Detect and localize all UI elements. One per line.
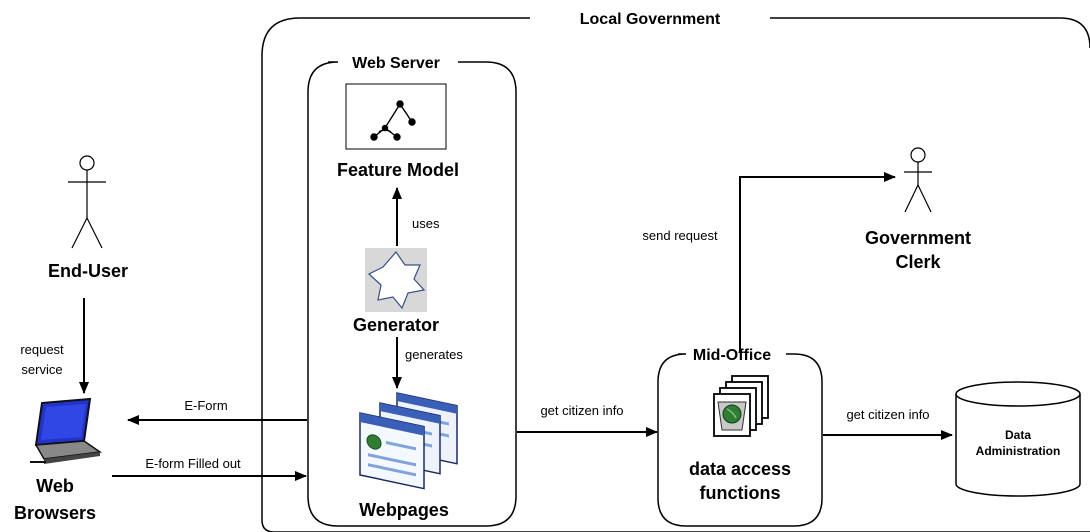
government-clerk-label-line2: Clerk <box>895 252 941 272</box>
webpages-node: Webpages <box>359 392 458 520</box>
webpages-label: Webpages <box>359 500 449 520</box>
feature-model-node: Feature Model <box>337 83 459 180</box>
data-admin-label-line2: Administration <box>976 444 1061 458</box>
uses-label: uses <box>412 216 440 231</box>
web-browsers-label-line1: Web <box>36 476 74 496</box>
generator-star-icon <box>367 251 426 310</box>
local-government-title: Local Government <box>580 11 721 28</box>
generates-edge: generates <box>392 337 463 389</box>
eform-filled-edge: E-form Filled out <box>112 456 307 481</box>
data-access-label-line2: functions <box>700 483 781 503</box>
request-service-edge: request service <box>20 298 89 394</box>
data-access-node: data access functions <box>689 375 791 503</box>
eform-edge: E-Form <box>127 398 307 425</box>
mid-office-container: Mid-Office <box>657 347 823 527</box>
get-citizen-info-edge-1: get citizen info <box>517 403 658 437</box>
feature-model-label: Feature Model <box>337 160 459 180</box>
data-access-label-line1: data access <box>689 459 791 479</box>
data-admin-label-line1: Data <box>1005 428 1031 442</box>
eform-filled-label: E-form Filled out <box>145 456 241 471</box>
generator-node: Generator <box>353 248 439 335</box>
uses-edge: uses <box>392 187 440 246</box>
web-server-title: Web Server <box>352 55 440 72</box>
request-service-label-line2: service <box>21 362 62 377</box>
web-browsers-node: Web Browsers <box>14 397 103 523</box>
end-user-label: End-User <box>48 261 128 281</box>
feature-tree-icon <box>370 100 416 141</box>
get-citizen-info-label-2: get citizen info <box>846 407 929 422</box>
laptop-icon <box>30 397 103 464</box>
mid-office-title: Mid-Office <box>693 347 771 364</box>
end-user-actor: End-User <box>48 155 128 281</box>
web-server-container: Web Server <box>307 55 517 527</box>
government-clerk-label-line1: Government <box>865 228 971 248</box>
send-request-edge: send request <box>642 172 896 353</box>
web-browsers-label-line2: Browsers <box>14 503 96 523</box>
generates-label: generates <box>405 347 463 362</box>
get-citizen-info-label-1: get citizen info <box>540 403 623 418</box>
data-access-documents-icon <box>713 375 769 437</box>
government-clerk-actor: Government Clerk <box>865 147 971 272</box>
end-user-stick-figure-icon <box>68 155 106 249</box>
get-citizen-info-edge-2: get citizen info <box>823 407 953 440</box>
generator-label: Generator <box>353 315 439 335</box>
send-request-label: send request <box>642 228 718 243</box>
webpages-icon <box>359 392 458 490</box>
eform-label: E-Form <box>184 398 227 413</box>
data-administration-node: Data Administration <box>955 381 1081 497</box>
government-clerk-stick-figure-icon <box>904 147 932 213</box>
request-service-label-line1: request <box>20 342 64 357</box>
database-cylinder-icon <box>955 394 1081 497</box>
